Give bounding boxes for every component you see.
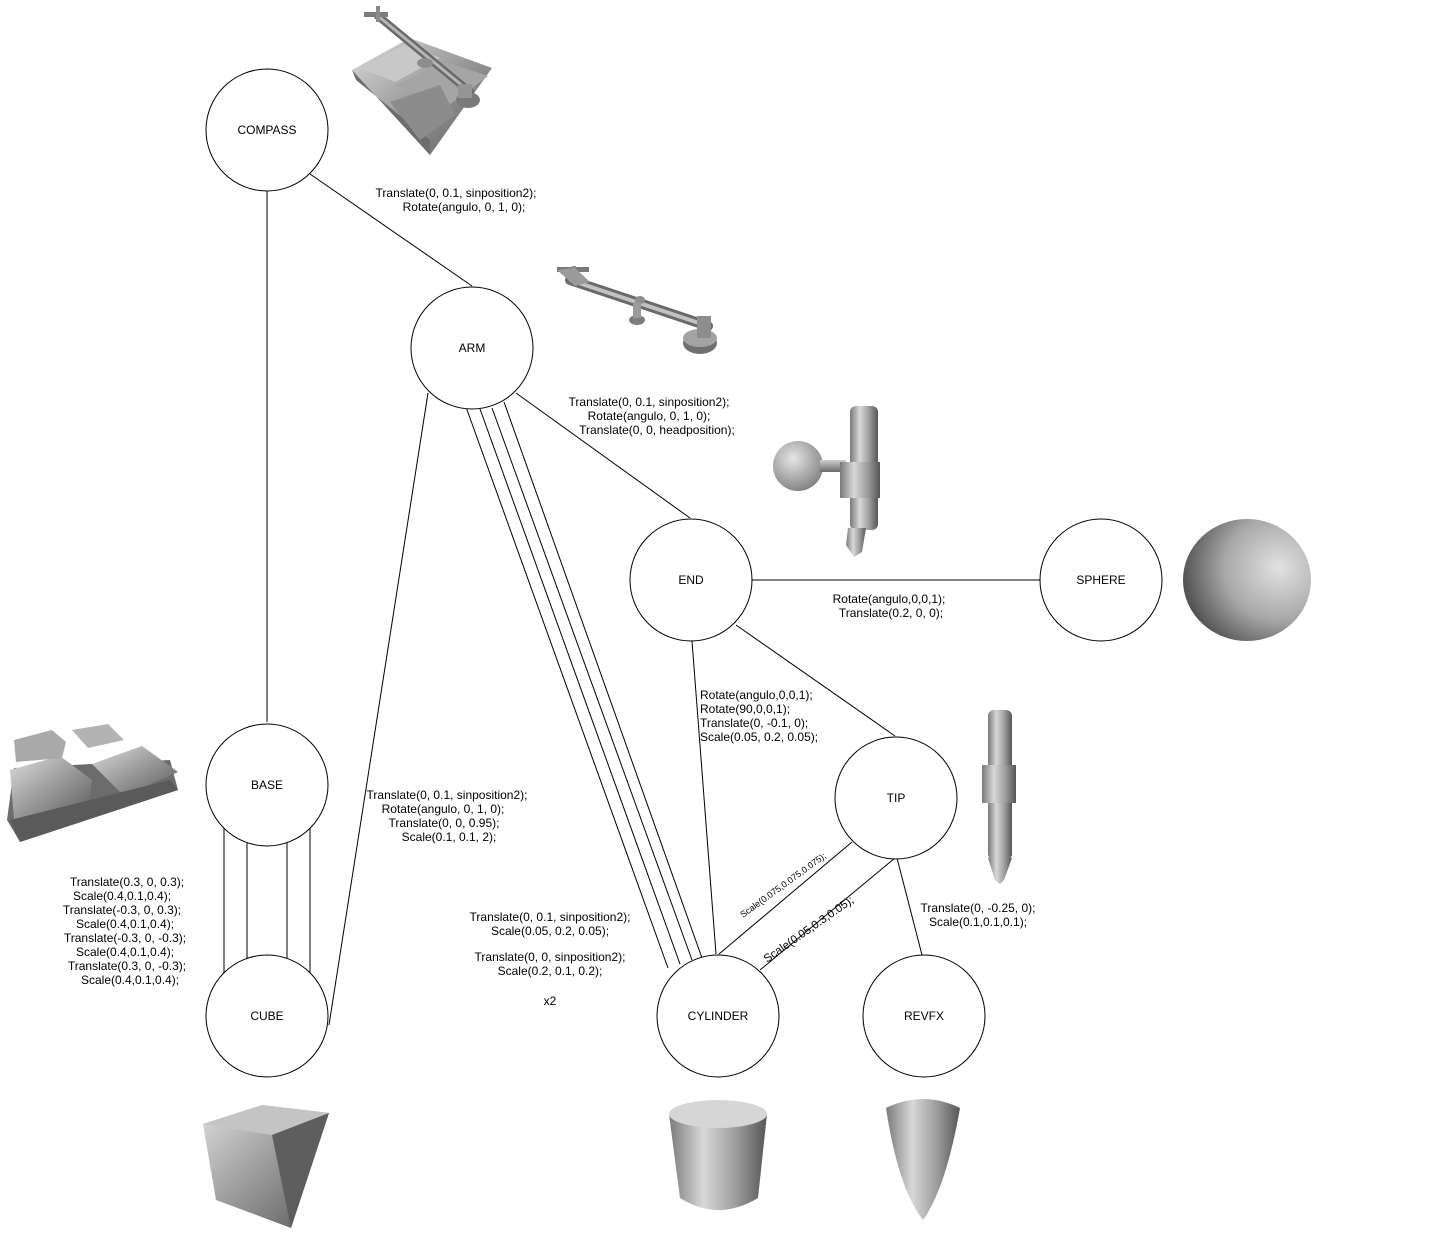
- edge-end-tip: [735, 624, 896, 737]
- svg-text:Translate(0, -0.25, 0);: Translate(0, -0.25, 0);: [921, 901, 1036, 915]
- svg-text:Scale(0.075,0.075,0.075);: Scale(0.075,0.075,0.075);: [738, 851, 828, 920]
- svg-text:Rotate(angulo, 0, 1, 0);: Rotate(angulo, 0, 1, 0);: [382, 802, 505, 816]
- svg-text:Translate(-0.3, 0, -0.3);: Translate(-0.3, 0, -0.3);: [64, 931, 186, 945]
- node-label: CYLINDER: [688, 1009, 749, 1023]
- svg-text:Scale(0.4,0.1,0.4);: Scale(0.4,0.1,0.4);: [73, 889, 171, 903]
- svg-text:Scale(0.4,0.1,0.4);: Scale(0.4,0.1,0.4);: [76, 917, 174, 931]
- svg-text:Translate(0.3, 0, 0.3);: Translate(0.3, 0, 0.3);: [70, 875, 184, 889]
- edge-arm-end: [515, 392, 691, 519]
- annotation-end-sphere: Rotate(angulo,0,0,1); Translate(0.2, 0, …: [833, 592, 946, 620]
- annotation-base-cube: Translate(0.3, 0, 0.3); Scale(0.4,0.1,0.…: [63, 875, 186, 987]
- svg-text:Rotate(angulo,0,0,1);: Rotate(angulo,0,0,1);: [833, 592, 946, 606]
- svg-text:Rotate(angulo, 0, 1, 0);: Rotate(angulo, 0, 1, 0);: [588, 409, 711, 423]
- svg-text:Rotate(90,0,0,1);: Rotate(90,0,0,1);: [700, 702, 790, 716]
- node-cube[interactable]: CUBE: [205, 954, 329, 1078]
- svg-text:Translate(0, 0.1, sinposition2: Translate(0, 0.1, sinposition2);: [569, 395, 730, 409]
- edge-end-cylinder: [691, 640, 717, 955]
- edge-tip-cylinder-b: [759, 857, 896, 971]
- repeat-count: x2: [544, 994, 557, 1008]
- edge-compass-arm: [309, 173, 473, 287]
- end-model-image: [773, 406, 880, 557]
- svg-text:Rotate(angulo,0,0,1);: Rotate(angulo,0,0,1);: [700, 688, 813, 702]
- node-sphere[interactable]: SPHERE: [1039, 518, 1163, 642]
- cone-model-image: [886, 1099, 960, 1220]
- svg-text:Translate(-0.3, 0, 0.3);: Translate(-0.3, 0, 0.3);: [63, 903, 181, 917]
- annotation-compass-arm: Translate(0, 0.1, sinposition2); Rotate(…: [376, 186, 537, 214]
- svg-text:Translate(0, -0.1, 0);: Translate(0, -0.1, 0);: [700, 716, 808, 730]
- node-label: CUBE: [250, 1009, 283, 1023]
- node-compass[interactable]: COMPASS: [205, 68, 329, 192]
- node-label: SPHERE: [1076, 573, 1125, 587]
- edge-base-cube-bundle: [223, 826, 311, 974]
- svg-text:Scale(0.2, 0.1, 0.2);: Scale(0.2, 0.1, 0.2);: [498, 964, 603, 978]
- svg-text:Translate(0, 0, sinposition2);: Translate(0, 0, sinposition2);: [475, 950, 626, 964]
- svg-text:Scale(0.4,0.1,0.4);: Scale(0.4,0.1,0.4);: [76, 945, 174, 959]
- annotation-arm-end: Translate(0, 0.1, sinposition2); Rotate(…: [569, 395, 735, 437]
- node-base[interactable]: BASE: [205, 723, 329, 847]
- node-arm[interactable]: ARM: [410, 286, 534, 410]
- annotation-arm-cube: Translate(0, 0.1, sinposition2); Rotate(…: [367, 788, 528, 844]
- node-label: REVFX: [904, 1009, 944, 1023]
- node-tip[interactable]: TIP: [834, 736, 958, 860]
- annotation-tip-revfx: Translate(0, -0.25, 0); Scale(0.1,0.1,0.…: [921, 901, 1036, 929]
- tip-model-image: [982, 710, 1016, 884]
- svg-text:Scale(0.05,0.3,0.05);: Scale(0.05,0.3,0.05);: [762, 894, 856, 965]
- svg-text:Scale(0.1, 0.1, 2);: Scale(0.1, 0.1, 2);: [402, 830, 497, 844]
- svg-text:Scale(0.05, 0.2, 0.05);: Scale(0.05, 0.2, 0.05);: [491, 924, 609, 938]
- svg-text:Scale(0.1,0.1,0.1);: Scale(0.1,0.1,0.1);: [929, 915, 1027, 929]
- edge-arm-cube: [328, 392, 429, 1026]
- base-model-image: [7, 724, 178, 842]
- node-label: END: [678, 573, 704, 587]
- annotation-arm-cylinder: Translate(0, 0.1, sinposition2); Scale(0…: [470, 910, 631, 1008]
- svg-text:Rotate(angulo, 0, 1, 0);: Rotate(angulo, 0, 1, 0);: [403, 200, 526, 214]
- compass-model-image: [352, 6, 492, 155]
- node-end[interactable]: END: [629, 518, 753, 642]
- svg-text:Translate(0, 0.1, sinposition2: Translate(0, 0.1, sinposition2);: [376, 186, 537, 200]
- svg-text:Scale(0.05, 0.2, 0.05);: Scale(0.05, 0.2, 0.05);: [700, 730, 818, 744]
- edge-arm-cylinder-bundle: [465, 401, 703, 969]
- arm-model-image: [557, 266, 717, 354]
- node-label: BASE: [251, 778, 283, 792]
- svg-text:Translate(0.2, 0, 0);: Translate(0.2, 0, 0);: [839, 606, 943, 620]
- svg-text:Translate(0.3, 0, -0.3);: Translate(0.3, 0, -0.3);: [68, 959, 186, 973]
- svg-text:Translate(0, 0, 0.95);: Translate(0, 0, 0.95);: [389, 816, 500, 830]
- svg-text:Scale(0.4,0.1,0.4);: Scale(0.4,0.1,0.4);: [81, 973, 179, 987]
- edges: [223, 173, 1040, 1026]
- svg-text:Translate(0, 0.1, sinposition2: Translate(0, 0.1, sinposition2);: [367, 788, 528, 802]
- node-label: TIP: [887, 791, 906, 805]
- cube-model-image: [203, 1105, 329, 1228]
- node-label: COMPASS: [237, 123, 296, 137]
- annotation-tip-cylinder: Scale(0.075,0.075,0.075); Scale(0.05,0.3…: [738, 851, 856, 966]
- svg-text:Translate(0, 0, headposition);: Translate(0, 0, headposition);: [579, 423, 735, 437]
- node-cylinder[interactable]: CYLINDER: [656, 954, 780, 1078]
- edge-tip-revfx: [896, 857, 923, 956]
- svg-text:Translate(0, 0.1, sinposition2: Translate(0, 0.1, sinposition2);: [470, 910, 631, 924]
- node-label: ARM: [459, 341, 486, 355]
- cylinder-model-image: [669, 1100, 767, 1210]
- edge-tip-cylinder-a: [718, 841, 853, 955]
- annotation-end-cylinder: Rotate(angulo,0,0,1); Rotate(90,0,0,1); …: [700, 688, 818, 744]
- sphere-model-image: [1183, 519, 1311, 641]
- node-revfx[interactable]: REVFX: [862, 954, 986, 1078]
